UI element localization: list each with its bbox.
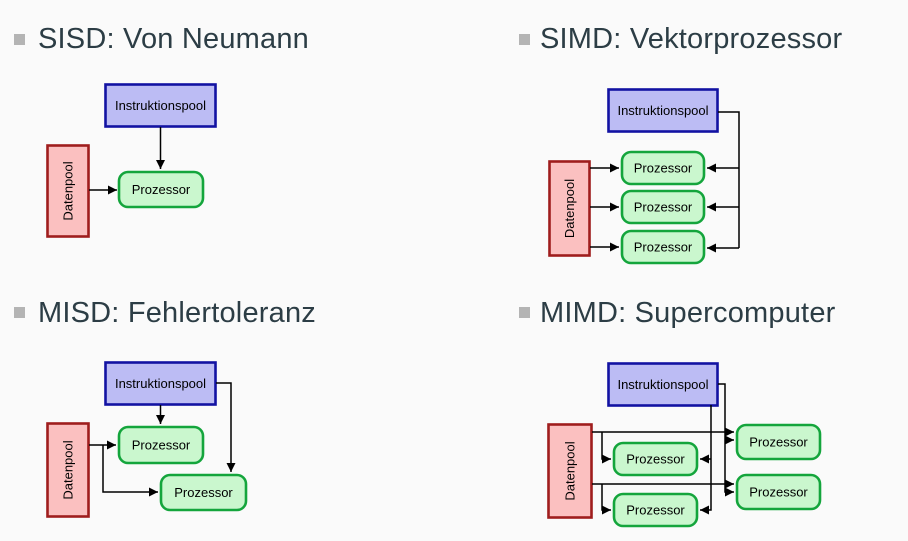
prozessor-box — [117, 425, 205, 465]
datenpool-label: Datenpool — [563, 441, 578, 500]
datenpool-label: Datenpool — [61, 440, 76, 499]
prozessor-box — [612, 441, 699, 477]
data-arrow — [601, 432, 611, 464]
datenpool-box — [46, 422, 90, 518]
heading-misd: MISD: Fehlertoleranz — [38, 297, 316, 329]
datenpool-label: Datenpool — [562, 179, 577, 238]
instruktionspool-label: Instruktionspool — [617, 377, 708, 392]
diagram-mimd: Instruktionspool Datenpool Prozessor Pro… — [547, 362, 822, 528]
heading-sisd: SISD: Von Neumann — [38, 23, 309, 55]
datenpool-box — [46, 144, 90, 238]
prozessor-label: Prozessor — [132, 182, 191, 197]
prozessor-box — [620, 229, 706, 265]
heading-simd: SIMD: Vektorprozessor — [540, 23, 843, 55]
diagram-misd: Instruktionspool Prozessor Prozessor Dat… — [46, 361, 248, 518]
prozessor-box — [612, 492, 699, 528]
instruktionspool-box — [104, 83, 217, 128]
bullet-square-icon — [519, 34, 530, 45]
instruktionspool-box — [607, 88, 719, 133]
bullet-square-icon — [14, 307, 25, 318]
instruction-arrow — [216, 382, 236, 472]
datenpool-box — [547, 423, 593, 519]
datenpool-box — [548, 160, 591, 257]
prozessor-label: Prozessor — [749, 485, 808, 500]
prozessor-label: Prozessor — [634, 240, 693, 255]
prozessor-label: Prozessor — [634, 161, 693, 176]
prozessor-box — [735, 473, 822, 511]
prozessor-label: Prozessor — [626, 503, 685, 518]
diagram-simd: Instruktionspool Datenpool Prozessor Pro… — [548, 88, 740, 265]
heading-mimd: MIMD: Supercomputer — [540, 297, 836, 329]
instruktionspool-box — [607, 362, 719, 407]
instruction-arrow — [718, 383, 734, 497]
prozessor-box — [620, 150, 706, 186]
instruktionspool-label: Instruktionspool — [115, 98, 206, 113]
instruction-line — [718, 111, 740, 248]
instruktionspool-label: Instruktionspool — [617, 103, 708, 118]
prozessor-label: Prozessor — [749, 435, 808, 450]
data-arrow — [102, 445, 158, 497]
datenpool-label: Datenpool — [61, 161, 76, 220]
data-arrow — [601, 484, 611, 515]
instruktionspool-box — [104, 361, 217, 406]
instruktionspool-label: Instruktionspool — [115, 376, 206, 391]
prozessor-label: Prozessor — [634, 200, 693, 215]
prozessor-label: Prozessor — [132, 438, 191, 453]
prozessor-box — [735, 423, 822, 461]
prozessor-label: Prozessor — [174, 485, 233, 500]
bullet-square-icon — [14, 34, 25, 45]
prozessor-box — [159, 473, 248, 512]
prozessor-box — [620, 189, 706, 225]
prozessor-box — [117, 170, 205, 209]
prozessor-label: Prozessor — [626, 452, 685, 467]
diagram-sisd: Instruktionspool Prozessor Datenpool — [46, 83, 217, 238]
bullet-square-icon — [519, 307, 530, 318]
instruction-arrow — [700, 405, 712, 515]
